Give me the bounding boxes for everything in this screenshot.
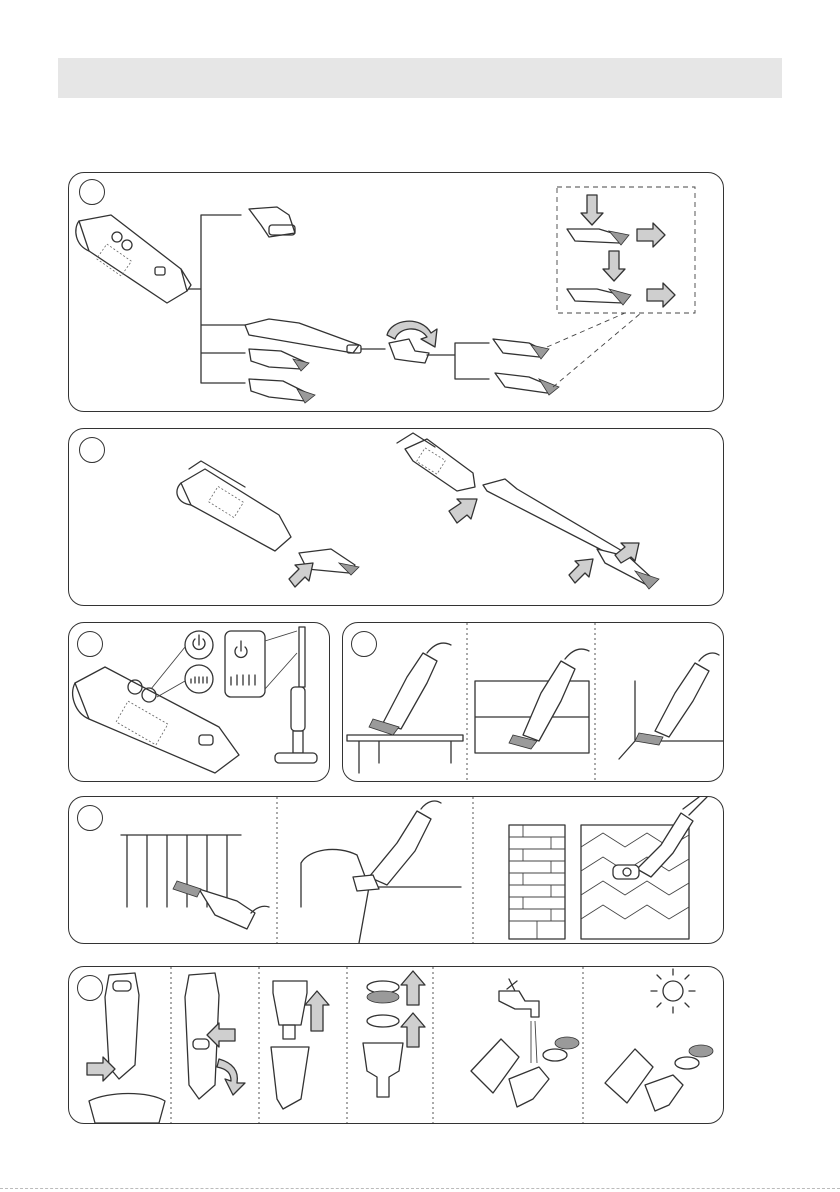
panel-accessories xyxy=(68,172,724,412)
rotate-arrow-icon xyxy=(217,1059,245,1095)
scene-curtain xyxy=(121,835,269,929)
scene-hard-floor xyxy=(509,797,707,939)
stick-vacuum-drawing xyxy=(275,627,317,763)
sun-icon xyxy=(663,981,683,1001)
control-panel-callout xyxy=(225,631,265,697)
panel-assembly xyxy=(68,428,724,606)
power-icon xyxy=(193,635,205,649)
scene-release-bin xyxy=(185,973,245,1099)
scene-dry-filters xyxy=(605,969,713,1111)
accessories-illustration xyxy=(69,173,723,411)
assembly-illustration xyxy=(69,429,723,605)
scene-table xyxy=(347,643,463,773)
stick-assembly-drawing xyxy=(397,433,659,589)
push-arrow-icon xyxy=(449,499,477,523)
push-arrow-icon xyxy=(305,991,329,1031)
push-arrow-icon xyxy=(615,543,639,563)
speed-level-icon xyxy=(191,677,207,683)
controls-illustration xyxy=(69,623,329,781)
page-bottom-rule xyxy=(0,1188,840,1189)
scene-empty-bin xyxy=(87,973,165,1123)
usage-illustration xyxy=(343,623,723,781)
brush-tool-drawing xyxy=(249,379,315,403)
push-arrow-icon xyxy=(401,1013,425,1047)
scene-armchair xyxy=(301,801,461,943)
extension-tube-drawing xyxy=(245,319,361,353)
panel-controls xyxy=(68,622,330,782)
surfaces-illustration xyxy=(69,797,723,943)
panel-cleaning xyxy=(68,966,724,1124)
scene-sofa xyxy=(475,649,589,753)
adapted-brush-drawing xyxy=(495,373,559,395)
push-arrow-icon xyxy=(569,559,593,583)
section-header-bar xyxy=(58,58,782,98)
panel-usage xyxy=(342,622,724,782)
push-arrow-icon xyxy=(637,223,665,247)
adapted-crevice-drawing xyxy=(493,339,549,359)
scene-wash-filters xyxy=(471,979,579,1107)
push-arrow-icon xyxy=(603,251,625,281)
push-arrow-icon xyxy=(289,563,313,587)
push-arrow-icon xyxy=(647,283,675,307)
scene-remove-filter-unit xyxy=(271,981,329,1109)
push-arrow-icon xyxy=(581,195,603,225)
water-tap-icon xyxy=(499,979,539,1017)
cleaning-illustration xyxy=(69,967,723,1123)
detail-attach-drawing xyxy=(567,195,675,307)
panel-surfaces xyxy=(68,796,724,944)
handheld-vacuum-drawing xyxy=(76,215,191,303)
handheld-crevice-assembly-drawing xyxy=(177,461,359,587)
scene-separate-filters xyxy=(363,971,425,1097)
push-arrow-icon xyxy=(401,971,425,1005)
crevice-tool-drawing xyxy=(249,349,309,371)
adaptor-drawing xyxy=(387,321,437,363)
scene-corner xyxy=(619,653,723,759)
turbo-brush-drawing xyxy=(249,207,295,237)
